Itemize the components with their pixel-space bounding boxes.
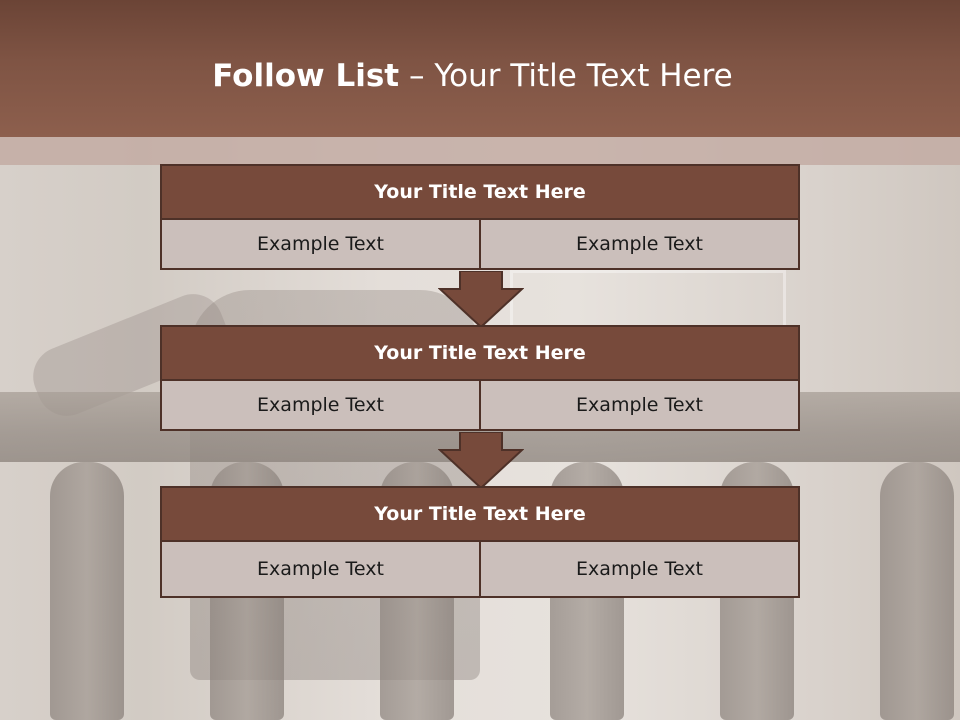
- slide-title: Follow List – Your Title Text Here: [0, 54, 945, 98]
- block-cell-left: Example Text: [160, 220, 481, 270]
- background-strip: [0, 137, 960, 165]
- block-title: Your Title Text Here: [160, 486, 800, 542]
- header-band: Follow List – Your Title Text Here: [0, 0, 960, 137]
- block-row: Example Text Example Text: [160, 220, 800, 270]
- block-title: Your Title Text Here: [160, 164, 800, 220]
- block-cell-right: Example Text: [481, 220, 800, 270]
- block-row: Example Text Example Text: [160, 542, 800, 598]
- block-row: Example Text Example Text: [160, 381, 800, 431]
- block-cell-left: Example Text: [160, 542, 481, 598]
- block-cell-right: Example Text: [481, 381, 800, 431]
- slide-title-bold: Follow List: [212, 58, 400, 94]
- down-arrow-icon: [438, 432, 524, 490]
- slide-title-rest: – Your Title Text Here: [399, 58, 733, 94]
- list-block-2: Your Title Text Here Example Text Exampl…: [160, 325, 800, 431]
- baluster: [880, 462, 954, 720]
- list-block-1: Your Title Text Here Example Text Exampl…: [160, 164, 800, 270]
- down-arrow-icon: [438, 271, 524, 329]
- list-block-3: Your Title Text Here Example Text Exampl…: [160, 486, 800, 598]
- block-cell-right: Example Text: [481, 542, 800, 598]
- baluster: [50, 462, 124, 720]
- block-title: Your Title Text Here: [160, 325, 800, 381]
- block-cell-left: Example Text: [160, 381, 481, 431]
